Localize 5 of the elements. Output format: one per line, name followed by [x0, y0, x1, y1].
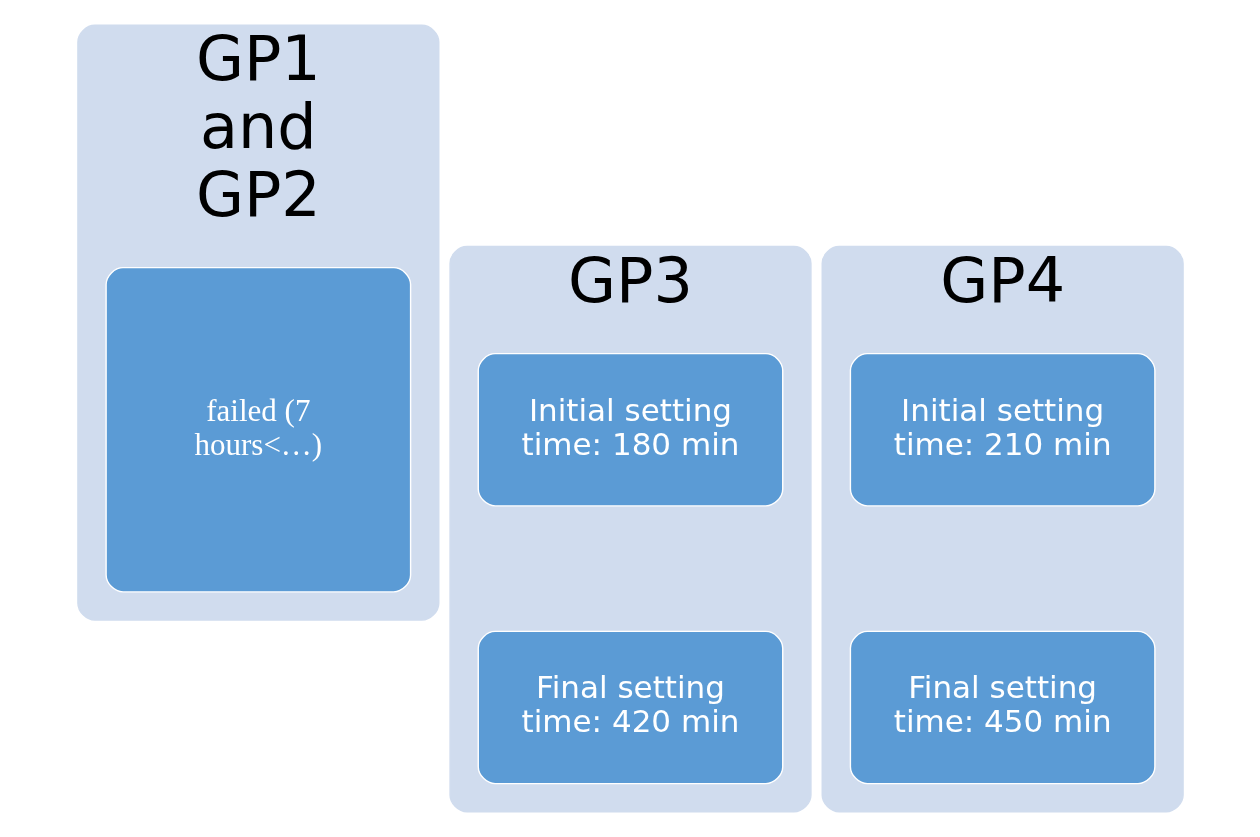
node-box: Initial setting time: 210 min: [849, 352, 1156, 507]
node-box: Initial setting time: 180 min: [477, 352, 783, 507]
node-box: failed (7 hours<…): [104, 266, 411, 593]
node-box: Final setting time: 420 min: [477, 630, 783, 785]
node-box: Final setting time: 450 min: [849, 630, 1156, 785]
